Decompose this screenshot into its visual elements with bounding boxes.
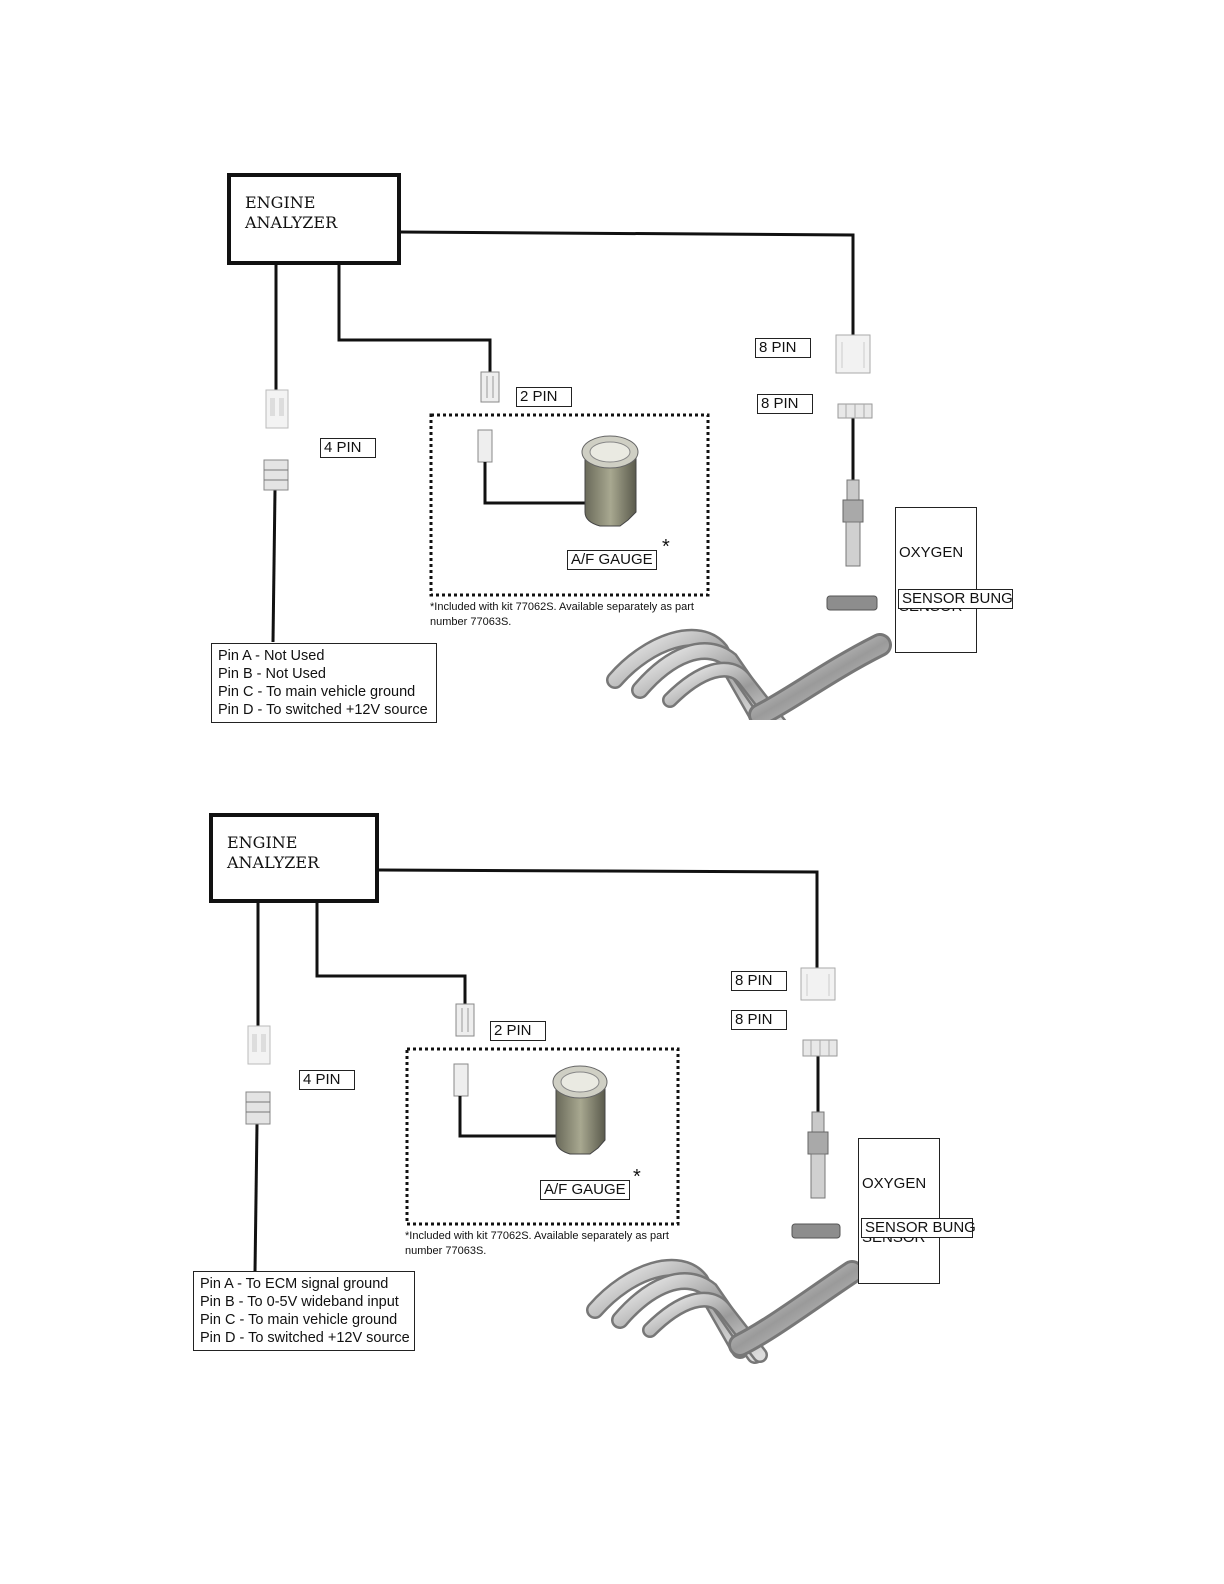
pin-d: Pin D - To switched +12V source (200, 1330, 410, 1346)
pin-b: Pin B - To 0-5V wideband input (200, 1294, 399, 1310)
exhaust-header-icon (606, 628, 892, 720)
connector-8pin-male-icon (800, 967, 836, 1001)
connector-8pin-male-icon (835, 334, 871, 374)
connector-8pin-female-icon (837, 403, 873, 419)
kit-boundary (429, 413, 710, 597)
label-2pin: 2 PIN (490, 1021, 546, 1041)
pin-c: Pin C - To main vehicle ground (218, 684, 416, 700)
wire-power-lower (271, 489, 277, 643)
kit-note: *Included with kit 77062S. Available sep… (430, 601, 694, 628)
label-8pin-bottom: 8 PIN (731, 1010, 787, 1030)
asterisk-mark: * (662, 536, 670, 558)
label-4pin: 4 PIN (320, 438, 376, 458)
engine-analyzer-box: ENGINE ANALYZER (209, 813, 379, 903)
wiring-diagram-2: ENGINE ANALYZER 8 PIN 8 PIN 2 PIN 4 PIN … (0, 0, 1224, 1364)
af-gauge-icon (552, 1065, 608, 1155)
wire-power-lower (253, 1123, 259, 1273)
connector-2pin-male-icon (455, 1003, 475, 1037)
connector-4pin-male-icon (265, 389, 289, 429)
oxygen-sensor-icon (807, 1111, 829, 1199)
wire-gauge (315, 902, 467, 1004)
pin-assignment-box: Pin A - Not Used Pin B - Not Used Pin C … (211, 643, 437, 723)
wire-oxygen (399, 230, 855, 335)
pin-assignment-box: Pin A - To ECM signal ground Pin B - To … (193, 1271, 415, 1351)
label-8pin-bottom: 8 PIN (757, 394, 813, 414)
pin-a: Pin A - To ECM signal ground (200, 1276, 389, 1292)
label-4pin: 4 PIN (299, 1070, 355, 1090)
kit-note: *Included with kit 77062S. Available sep… (405, 1230, 669, 1257)
wire-gauge (337, 264, 492, 372)
oxygen-line1: OXYGEN (862, 1175, 927, 1192)
af-gauge-icon (581, 435, 639, 527)
pin-b: Pin B - Not Used (218, 666, 326, 682)
engine-label-line1: ENGINE (227, 833, 298, 852)
engine-label-line1: ENGINE (245, 193, 316, 212)
gauge-connector-icon (453, 1063, 469, 1097)
wire-gauge-internal (458, 1096, 560, 1138)
wire-gauge-internal (483, 462, 588, 505)
connector-4pin-female-icon (263, 459, 289, 491)
engine-label-line2: ANALYZER (245, 213, 338, 232)
asterisk-mark: * (633, 1166, 641, 1188)
exhaust-header-icon (586, 1258, 864, 1364)
pin-d: Pin D - To switched +12V source (218, 702, 428, 718)
label-oxygen-sensor: OXYGEN SENSOR (895, 507, 977, 653)
connector-2pin-male-icon (480, 371, 500, 403)
label-8pin-top: 8 PIN (731, 971, 787, 991)
wire-oxygen (377, 868, 819, 968)
engine-label-line2: ANALYZER (227, 853, 320, 872)
pin-a: Pin A - Not Used (218, 648, 325, 664)
oxygen-line1: OXYGEN (899, 544, 964, 561)
connector-4pin-female-icon (245, 1091, 271, 1125)
sensor-bung-icon (826, 595, 878, 611)
label-oxygen-sensor: OXYGEN SENSOR (858, 1138, 940, 1284)
label-8pin-top: 8 PIN (755, 338, 811, 358)
sensor-bung-icon (791, 1223, 841, 1239)
wiring-lines (263, 230, 892, 720)
label-af-gauge: A/F GAUGE (540, 1180, 630, 1200)
connector-4pin-male-icon (247, 1025, 271, 1065)
connector-8pin-female-icon (802, 1039, 838, 1057)
kit-boundary (405, 1047, 680, 1226)
wiring-diagram-1: ENGINE ANALYZER 8 PIN 8 PIN 2 PIN 4 PIN … (0, 0, 1224, 723)
label-sensor-bung: SENSOR BUNG (861, 1218, 976, 1238)
pin-c: Pin C - To main vehicle ground (200, 1312, 398, 1328)
oxygen-sensor-icon (842, 479, 864, 567)
label-af-gauge: A/F GAUGE (567, 550, 657, 570)
label-2pin: 2 PIN (516, 387, 572, 407)
engine-analyzer-box: ENGINE ANALYZER (227, 173, 401, 265)
label-sensor-bung: SENSOR BUNG (898, 589, 1013, 609)
